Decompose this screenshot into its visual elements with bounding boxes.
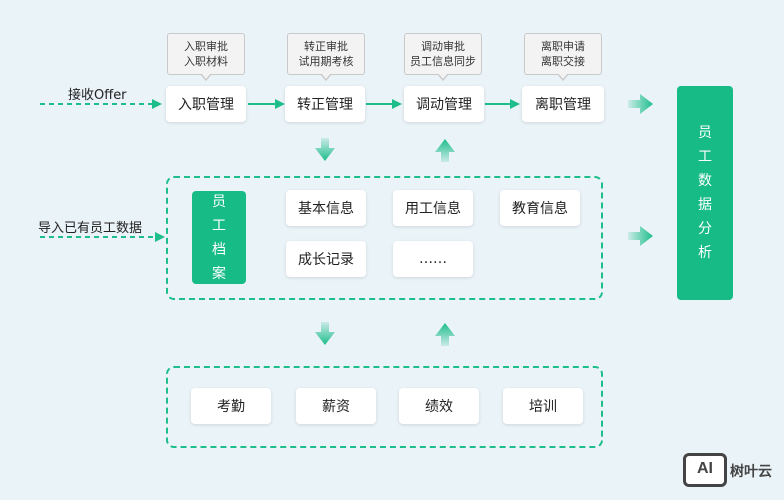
process-resignation[interactable]: 离职管理: [522, 86, 604, 122]
brand-name: 树叶云: [730, 464, 772, 480]
down-arrow-icon: [315, 322, 335, 345]
employee-data-analysis[interactable]: 员 工 数 据 分 析: [677, 86, 733, 300]
brand-logo-icon: AI: [683, 453, 727, 487]
archive-item-education-info[interactable]: 教育信息: [500, 190, 580, 226]
down-arrow-icon: [315, 138, 335, 161]
offer-input-label: 接收Offer: [68, 88, 127, 103]
module-salary[interactable]: 薪资: [296, 388, 376, 424]
process-onboarding[interactable]: 入职管理: [166, 86, 246, 122]
right-arrow-icon: [628, 94, 653, 114]
up-arrow-icon: [435, 323, 455, 346]
note-onboarding: 入职审批 入职材料: [167, 33, 245, 81]
employee-archive-region: [166, 176, 603, 300]
archive-item-employment-info[interactable]: 用工信息: [393, 190, 473, 226]
import-input-label: 导入已有员工数据: [38, 221, 143, 236]
right-arrow-icon: [628, 226, 653, 246]
process-transfer[interactable]: 调动管理: [404, 86, 484, 122]
archive-item-more[interactable]: ……: [393, 241, 473, 277]
process-regularization[interactable]: 转正管理: [285, 86, 365, 122]
employee-archive-label: 员 工 档 案: [192, 191, 246, 284]
module-attendance[interactable]: 考勤: [191, 388, 271, 424]
note-resignation: 离职申请 离职交接: [524, 33, 602, 81]
module-training[interactable]: 培训: [503, 388, 583, 424]
note-transfer: 调动审批 员工信息同步: [404, 33, 482, 81]
note-regularization: 转正审批 试用期考核: [287, 33, 365, 81]
module-performance[interactable]: 绩效: [399, 388, 479, 424]
modules-region: [166, 366, 603, 448]
archive-item-basic-info[interactable]: 基本信息: [286, 190, 366, 226]
up-arrow-icon: [435, 139, 455, 162]
archive-item-growth-record[interactable]: 成长记录: [286, 241, 366, 277]
